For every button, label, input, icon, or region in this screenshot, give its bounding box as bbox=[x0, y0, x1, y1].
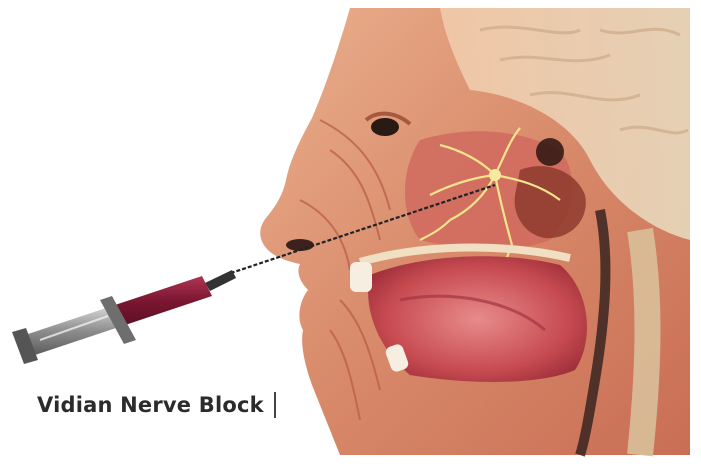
syringe-hub bbox=[205, 270, 236, 291]
caption-title: Vidian Nerve Block bbox=[37, 393, 264, 417]
syringe-fluid-chamber bbox=[112, 276, 212, 326]
cervical-spine bbox=[640, 230, 648, 455]
syringe-barrel bbox=[22, 306, 122, 356]
eye bbox=[371, 118, 399, 136]
upper-teeth bbox=[350, 262, 372, 292]
syringe bbox=[12, 270, 236, 364]
pterygopalatine-ganglion bbox=[489, 169, 501, 181]
caption-divider bbox=[274, 392, 276, 418]
sinus-opening bbox=[536, 138, 564, 166]
